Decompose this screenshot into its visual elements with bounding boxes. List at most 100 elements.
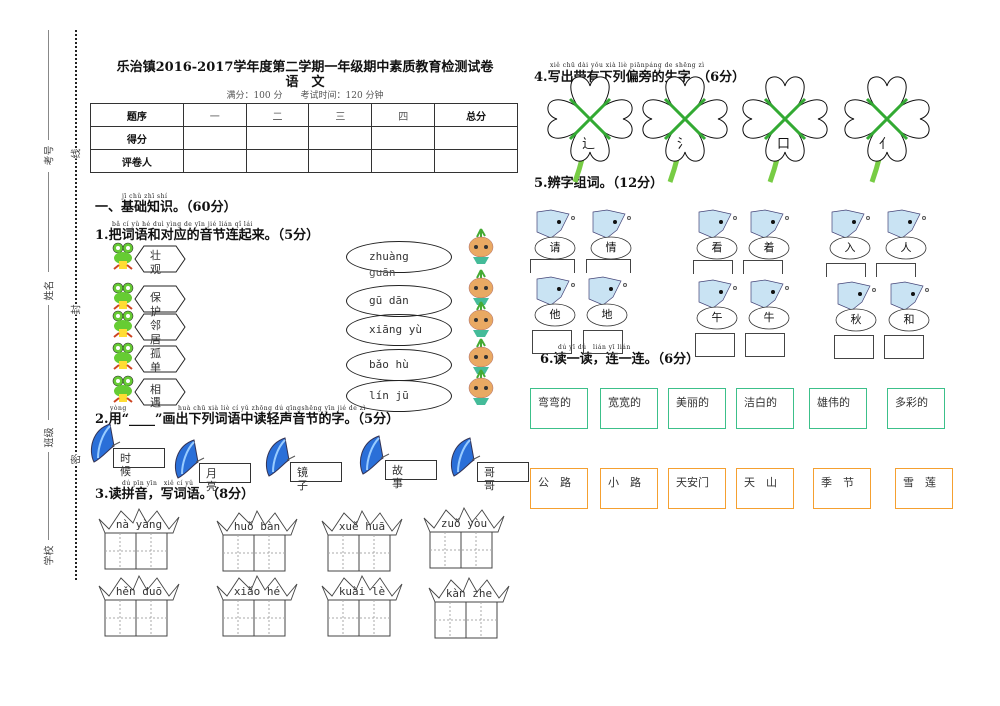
answer-box[interactable] xyxy=(693,260,733,274)
section-pinyin: jī chǔ zhī shí xyxy=(122,193,168,200)
word-char: 相 xyxy=(150,383,161,396)
syllable-ellipse[interactable]: bǎo hù xyxy=(346,349,452,381)
table-row: 得分 xyxy=(90,126,518,150)
match-box-bottom[interactable]: 天安门 xyxy=(668,468,726,509)
answer-box[interactable] xyxy=(530,259,575,273)
table-header: 三 xyxy=(308,103,373,127)
answer-box[interactable] xyxy=(743,260,783,274)
syllable-ellipse[interactable]: zhuàng xyxy=(346,241,452,273)
hexagon-shape xyxy=(134,378,186,406)
word-box[interactable]: 故 事 xyxy=(385,460,437,490)
pinyin-label: hěn duō xyxy=(115,585,163,598)
fish-icon: 地 xyxy=(583,275,631,335)
onion-mascot-icon xyxy=(465,337,497,377)
radical-char: 氵 xyxy=(677,137,691,152)
q4-pinyin: xiě chū dài yǒu xià liè piānpáng de shēn… xyxy=(550,62,705,69)
seal-char: 线 xyxy=(67,148,83,159)
q3-pinyin: dú pīn yīn xiě cí yǔ xyxy=(122,480,194,487)
match-box-bottom[interactable]: 季 节 xyxy=(813,468,871,509)
answer-box[interactable] xyxy=(826,263,866,277)
fish-char: 入 xyxy=(844,241,856,254)
match-box-top[interactable]: 美丽的 xyxy=(668,388,726,429)
hexagon-shape xyxy=(134,245,186,273)
score-cell[interactable] xyxy=(245,126,310,150)
q3-title: 3.读拼音，写词语。（8分） xyxy=(95,487,255,502)
score-cell[interactable] xyxy=(434,149,518,173)
fish-char: 和 xyxy=(903,313,915,326)
score-cell[interactable] xyxy=(371,126,436,150)
word-box[interactable]: 月 亮 xyxy=(199,463,251,493)
match-box-bottom[interactable]: 雪 莲 xyxy=(895,468,953,509)
score-cell[interactable] xyxy=(371,149,436,173)
margin-line xyxy=(48,305,49,420)
match-box-top[interactable]: 多彩的 xyxy=(887,388,945,429)
fish-icon: 情 xyxy=(587,208,635,268)
fish-char: 请 xyxy=(549,241,561,254)
pinyin-label: zuǒ yòu xyxy=(440,517,488,530)
word-char: 居 xyxy=(150,333,161,346)
four-leaf-clover-icon xyxy=(740,74,830,184)
syllable-ellipse[interactable]: gū dān xyxy=(346,285,452,317)
score-cell[interactable] xyxy=(434,126,518,150)
word-char: 护 xyxy=(150,305,161,318)
pinyin-label: xiǎo hé xyxy=(233,585,281,598)
score-cell[interactable] xyxy=(182,126,247,150)
exam-number-label: 考号 xyxy=(44,145,56,166)
frog-icon xyxy=(110,341,136,375)
answer-box[interactable] xyxy=(745,333,785,357)
fish-icon: 看 xyxy=(693,208,741,268)
table-row: 题序 一 二 三 四 总分 xyxy=(90,103,518,127)
answer-box[interactable] xyxy=(583,330,623,354)
word-box[interactable]: 镜 子 xyxy=(290,462,342,492)
match-box-bottom[interactable]: 天 山 xyxy=(736,468,794,509)
crown-writing-grid: kàn zhe xyxy=(425,574,513,640)
word-char: 孤 xyxy=(150,347,161,360)
match-box-bottom[interactable]: 小 路 xyxy=(600,468,658,509)
crown-writing-grid: nà yàng xyxy=(95,505,183,571)
fish-char: 着 xyxy=(763,241,775,254)
q2-pinyin-left: yòng xyxy=(110,405,127,412)
match-box-top[interactable]: 宽宽的 xyxy=(600,388,658,429)
word-char: 观 xyxy=(150,263,161,276)
answer-box[interactable] xyxy=(532,330,572,354)
radical-char: 口 xyxy=(777,137,791,152)
score-cell[interactable] xyxy=(245,149,310,173)
answer-box[interactable] xyxy=(834,335,874,359)
answer-box[interactable] xyxy=(876,263,916,277)
margin-line xyxy=(48,30,49,140)
table-header: 四 xyxy=(371,103,436,127)
crown-writing-grid: kuài lè xyxy=(318,572,406,638)
match-box-top[interactable]: 洁白的 xyxy=(736,388,794,429)
word-box[interactable]: 哥 哥 xyxy=(477,462,529,492)
onion-mascot-icon xyxy=(465,300,497,340)
seal-char: 封 xyxy=(67,304,83,315)
answer-box[interactable] xyxy=(695,333,735,357)
crown-writing-grid: xuě huā xyxy=(318,507,406,573)
score-cell[interactable] xyxy=(308,126,373,150)
seal-char: 密 xyxy=(67,454,83,465)
frog-icon xyxy=(110,374,136,408)
word-box[interactable]: 时 候 xyxy=(113,448,165,478)
fish-icon: 入 xyxy=(826,208,874,268)
match-box-top[interactable]: 雄伟的 xyxy=(809,388,867,429)
table-header: 一 xyxy=(182,103,247,127)
pinyin-label: nà yàng xyxy=(115,518,163,531)
syllable-ellipse[interactable]: xiāng yù xyxy=(346,314,452,346)
fish-icon: 人 xyxy=(882,208,930,268)
answer-box[interactable] xyxy=(884,335,924,359)
q2-pinyin: huà chū xià liè cí yǔ zhōng dú qīngshēng… xyxy=(178,405,366,412)
match-box-bottom[interactable]: 公 路 xyxy=(530,468,588,509)
q1-pinyin: bǎ cí yǔ hé duì yìng de yīn jié lián qǐ … xyxy=(112,221,253,228)
match-box-top[interactable]: 弯弯的 xyxy=(530,388,588,429)
fish-icon: 着 xyxy=(745,208,793,268)
score-cell[interactable] xyxy=(182,149,247,173)
school-label: 学校 xyxy=(44,545,56,566)
fish-char: 秋 xyxy=(850,313,862,326)
word-char: 遇 xyxy=(150,396,161,409)
frog-icon xyxy=(110,281,136,315)
table-header: 题序 xyxy=(90,103,184,127)
score-cell[interactable] xyxy=(308,149,373,173)
syllable-ellipse[interactable]: lín jū xyxy=(346,380,452,412)
table-row: 评卷人 xyxy=(90,149,518,173)
answer-box[interactable] xyxy=(586,259,631,273)
